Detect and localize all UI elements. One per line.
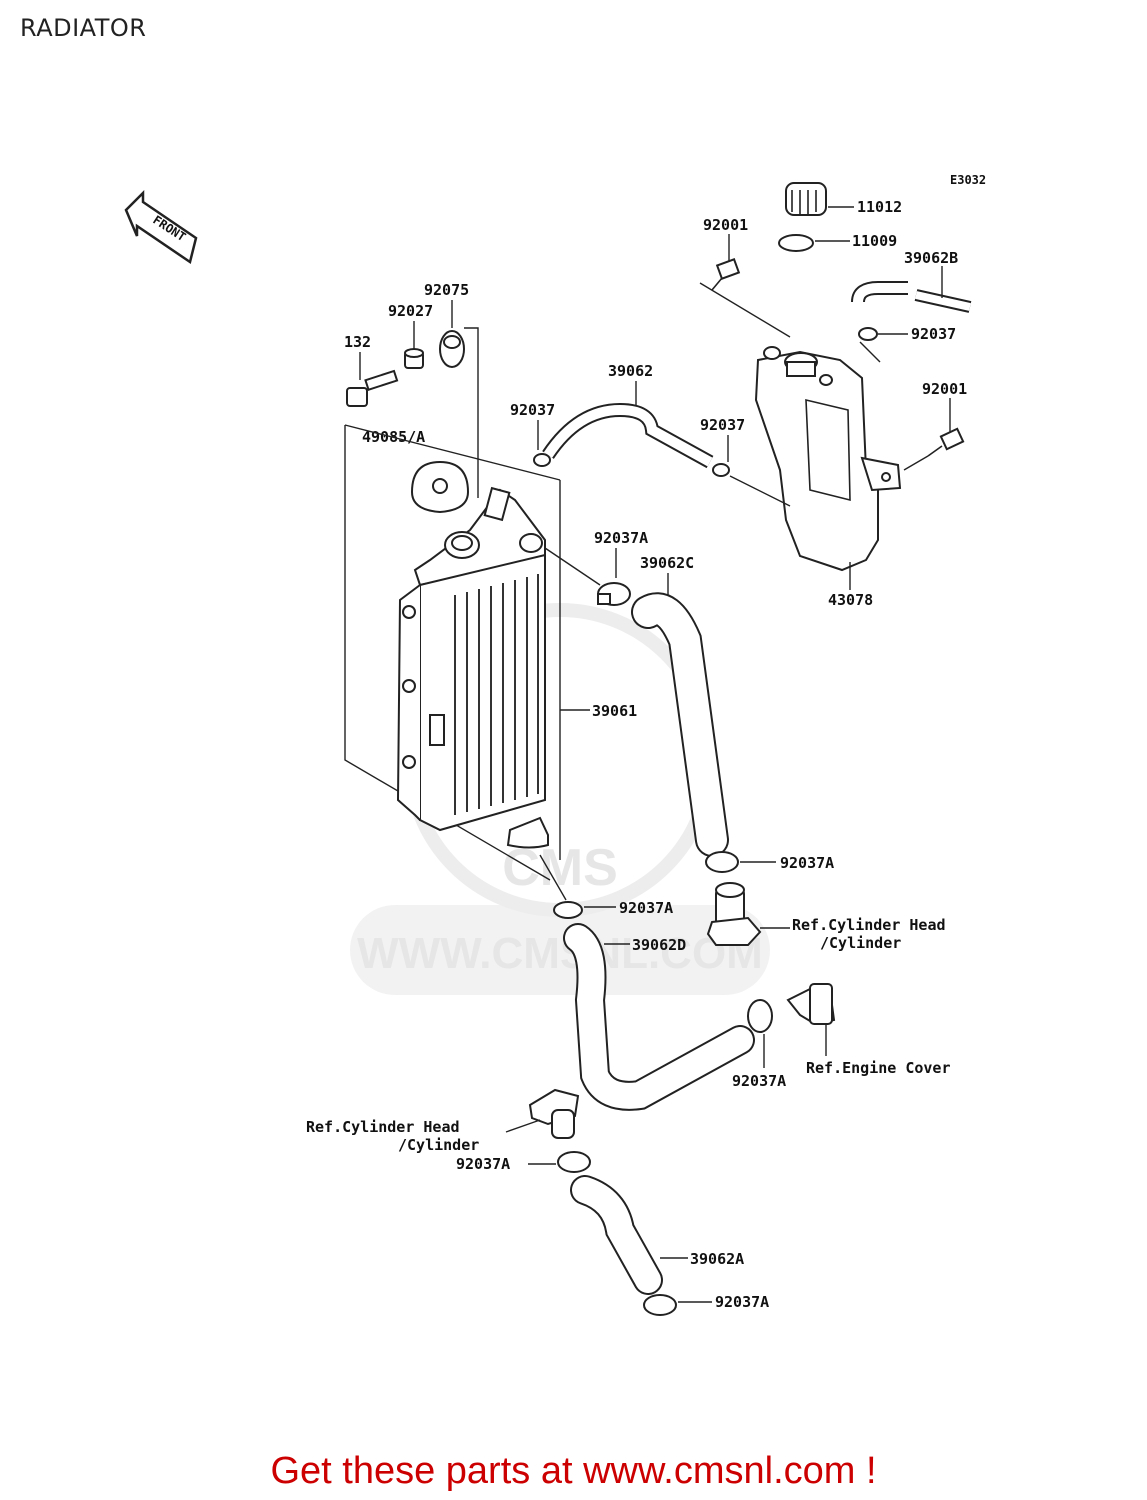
seal-11009 xyxy=(778,234,814,252)
callout-92037A-3: 92037A xyxy=(619,899,673,917)
callout-92037A-1: 92037A xyxy=(594,529,648,547)
clamp-92037A-5 xyxy=(557,1151,591,1173)
clamp-92037A-1 xyxy=(597,582,631,606)
radiator-cap-11012 xyxy=(785,182,827,216)
clip-92037-mid xyxy=(712,463,730,477)
callout-39062: 39062 xyxy=(608,362,653,380)
fitting-cylinder-head-2 xyxy=(528,1088,580,1139)
diagram-code: E3032 xyxy=(950,173,986,187)
callout-11009: 11009 xyxy=(852,232,897,250)
callout-92037A-2: 92037A xyxy=(780,854,834,872)
callout-92075: 92075 xyxy=(424,281,469,299)
callout-92037A-4: 92037A xyxy=(732,1072,786,1090)
parts-diagram: CMS WWW.CMSNL.COM FRONT E3032 11012 1100… xyxy=(124,173,986,1316)
watermark-url: WWW.CMSNL.COM xyxy=(357,929,763,978)
callout-39062B: 39062B xyxy=(904,249,958,267)
ref-engine-cover: Ref.Engine Cover xyxy=(806,1059,951,1077)
clamp-92037A-6 xyxy=(643,1294,677,1316)
ref-cylinder-head-2-line2: /Cylinder xyxy=(398,1136,479,1154)
callout-39062D: 39062D xyxy=(632,936,686,954)
callout-92037A-5: 92037A xyxy=(456,1155,510,1173)
watermark-banner xyxy=(350,905,770,995)
callout-92037-left: 92037 xyxy=(510,401,555,419)
clamp-92037A-2 xyxy=(705,851,739,873)
callout-92037A-6: 92037A xyxy=(715,1293,769,1311)
reserve-tank-43078 xyxy=(754,346,902,572)
grommet-92075 xyxy=(439,330,465,368)
callout-92027: 92027 xyxy=(388,302,433,320)
callout-92001-right: 92001 xyxy=(922,380,967,398)
clamp-92037A-4 xyxy=(747,999,773,1033)
callout-92037-mid: 92037 xyxy=(700,416,745,434)
bolt-132 xyxy=(346,369,399,407)
fitting-cylinder-head-1 xyxy=(706,882,762,946)
clamp-92037A-3 xyxy=(553,901,583,919)
callout-39061: 39061 xyxy=(592,702,637,720)
bolt-92001-right xyxy=(927,427,965,457)
callout-132: 132 xyxy=(344,333,371,351)
footer-link[interactable]: Get these parts at www.cmsnl.com ! xyxy=(270,1450,877,1492)
radiator-core xyxy=(396,486,549,849)
fitting-engine-cover xyxy=(786,983,836,1026)
callout-92037-tank: 92037 xyxy=(911,325,956,343)
front-arrow-icon: FRONT xyxy=(124,189,198,265)
page-title: RADIATOR xyxy=(20,14,147,42)
clip-92037-tank xyxy=(858,327,878,341)
clip-92037-left xyxy=(533,453,551,467)
callout-39062A: 39062A xyxy=(690,1250,744,1268)
ref-cylinder-head-1-line1: Ref.Cylinder Head xyxy=(792,916,946,934)
ref-cylinder-head-2-line1: Ref.Cylinder Head xyxy=(306,1118,460,1136)
bolt-92001-top xyxy=(711,258,741,291)
callout-39062C: 39062C xyxy=(640,554,694,572)
radiator-cap-49085A xyxy=(410,460,470,514)
callout-11012: 11012 xyxy=(857,198,902,216)
callout-92001-top: 92001 xyxy=(703,216,748,234)
ref-cylinder-head-1-line2: /Cylinder xyxy=(820,934,901,952)
callout-43078: 43078 xyxy=(828,591,873,609)
collar-92027 xyxy=(404,348,424,369)
